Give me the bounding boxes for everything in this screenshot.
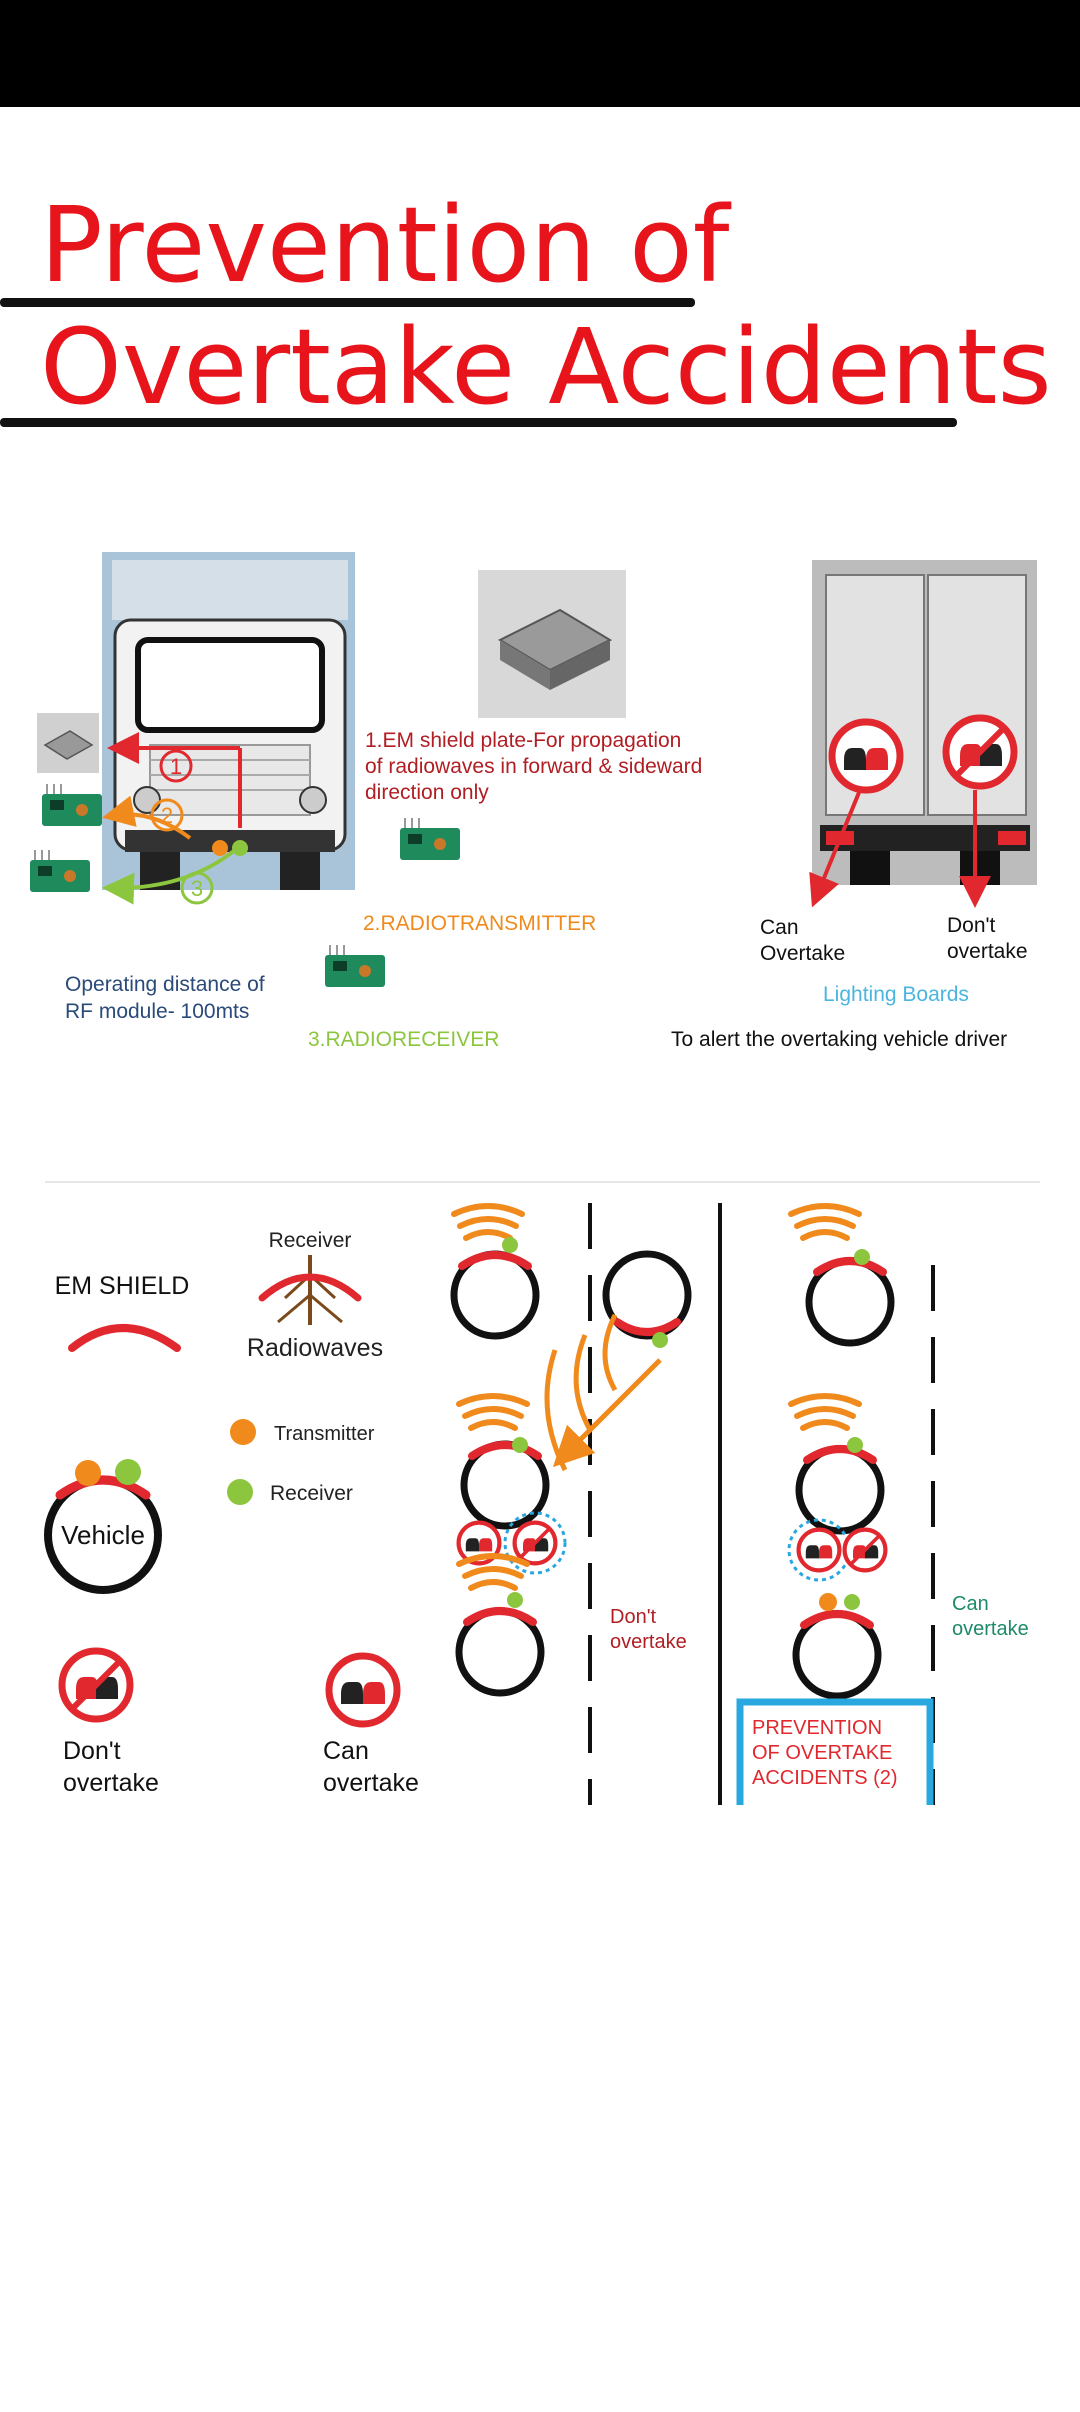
page-title-line-2: Overtake Accidents: [40, 306, 1052, 428]
text-line: PREVENTION: [752, 1717, 882, 1739]
receiver-module-thumbnail: [29, 849, 91, 893]
text-line: 1.EM shield plate-For propagation: [365, 729, 681, 752]
svg-text:2: 2: [161, 803, 173, 828]
radio-transmitter-label: 2.RADIOTRANSMITTER: [363, 912, 596, 935]
scene1-vehicle-bottom: [455, 1556, 545, 1697]
scene1-dont-overtake-label: Don't overtake: [610, 1606, 687, 1653]
legend-vehicle-label: Vehicle: [61, 1520, 145, 1550]
text-line: Don't: [610, 1606, 657, 1628]
em-shield-plate-photo: [478, 570, 626, 718]
rear-can-overtake-sign: [832, 722, 900, 790]
prevention-caption-box: [736, 1698, 934, 1805]
legend-receiver-top-label: Receiver: [269, 1229, 352, 1252]
text-line: overtake: [63, 1769, 159, 1797]
radio-transmitter-photo: [399, 817, 461, 861]
text-line: Can: [952, 1593, 989, 1615]
scene2-vehicle-top: [791, 1206, 895, 1347]
marker-3: 3: [180, 871, 214, 905]
lighting-boards-label: Lighting Boards: [823, 983, 969, 1006]
text-line: Don't: [63, 1737, 121, 1765]
text-line: Operating distance of: [65, 973, 265, 996]
can-overtake-arrow: [809, 789, 862, 908]
text-line: direction only: [365, 781, 489, 804]
scene2-can-overtake-label: Can overtake: [952, 1593, 1029, 1640]
scene1-vehicle-top: [450, 1206, 540, 1340]
transmitter-module-thumbnail: [41, 783, 103, 827]
scene1-vehicle-overtaking: [602, 1250, 692, 1348]
legend-can-overtake-label: Can overtake: [323, 1737, 419, 1797]
text-line: OF OVERTAKE: [752, 1742, 892, 1764]
radio-receiver-photo: [324, 944, 386, 988]
receiver-dot: [232, 840, 248, 856]
em-shield-caption: 1.EM shield plate-For propagation of radi…: [365, 729, 702, 804]
legend-dont-overtake-label: Don't overtake: [63, 1737, 159, 1797]
em-shield-thumbnail: [37, 713, 99, 773]
scene2-vehicle-bottom: [792, 1593, 882, 1700]
text-line: overtake: [952, 1618, 1029, 1640]
receiver-antenna-icon: [258, 1255, 362, 1325]
legend-em-shield-label: EM SHIELD: [55, 1272, 190, 1300]
prevention-caption: PREVENTION OF OVERTAKE ACCIDENTS (2): [752, 1717, 898, 1789]
receiver-dot-icon: [227, 1479, 253, 1505]
text-line: overtake: [947, 940, 1028, 963]
rear-dont-overtake-label: Don't overtake: [947, 914, 1028, 963]
radio-receiver-label: 3.RADIORECEIVER: [308, 1028, 499, 1051]
text-line: ACCIDENTS (2): [752, 1767, 898, 1789]
text-line: overtake: [323, 1769, 419, 1797]
scene1-vehicle-middle: [459, 1396, 550, 1530]
scene2-vehicle-middle: [791, 1396, 885, 1535]
page-title-line-1: Prevention of: [40, 184, 730, 306]
legend-radiowaves-label: Radiowaves: [247, 1334, 383, 1362]
transmitter-dot-icon: [230, 1419, 256, 1445]
text-line: RF module- 100mts: [65, 1000, 249, 1023]
marker-2: 2: [150, 798, 184, 832]
rear-dont-overtake-sign: [946, 718, 1014, 786]
vehicle-legend-icon: [44, 1459, 162, 1594]
text-line: overtake: [610, 1631, 687, 1653]
transmitter-arrow: [102, 795, 192, 840]
scene1-dont-sign: [503, 1511, 567, 1575]
svg-text:3: 3: [191, 876, 203, 901]
marker-1: 1: [159, 749, 193, 783]
title-underline-1: [0, 298, 695, 307]
text-line: Can: [323, 1737, 369, 1765]
text-line: Can: [760, 916, 799, 939]
status-bar: [0, 0, 1080, 107]
alert-caption: To alert the overtaking vehicle driver: [671, 1028, 1007, 1051]
title-underline-2: [0, 418, 957, 427]
truck-front-illustration: [102, 552, 355, 890]
transmitter-dot: [212, 840, 228, 856]
truck-rear-illustration: [812, 560, 1037, 885]
text-line: of radiowaves in forward & sideward: [365, 755, 702, 778]
svg-text:1: 1: [170, 754, 182, 779]
text-line: Overtake: [760, 942, 845, 965]
legend-transmitter-label: Transmitter: [274, 1423, 375, 1445]
receiver-arrow: [102, 848, 237, 905]
legend-receiver-label: Receiver: [270, 1482, 353, 1505]
legend-can-overtake-sign: [329, 1656, 397, 1724]
operating-distance-caption: Operating distance of RF module- 100mts: [65, 973, 265, 1023]
text-line: Don't: [947, 914, 996, 937]
scene2-dont-sign: [845, 1530, 886, 1571]
legend-dont-overtake-sign: [62, 1651, 130, 1719]
em-shield-arrow: [115, 748, 242, 828]
scene1-radiowaves: [544, 1313, 662, 1472]
em-shield-arc-icon: [68, 1324, 181, 1352]
